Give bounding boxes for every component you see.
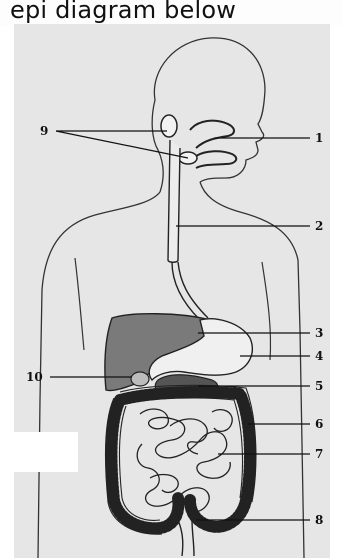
nasal-cavity — [190, 121, 234, 148]
label-2: 2 — [315, 219, 323, 233]
gallbladder — [131, 372, 149, 386]
blank-overlay — [14, 432, 78, 472]
label-1: 1 — [315, 131, 323, 145]
label-4: 4 — [315, 349, 323, 363]
rectum — [178, 520, 194, 556]
left-arm-inner — [75, 258, 84, 350]
label-7: 7 — [315, 447, 323, 461]
head-back-outline — [152, 100, 163, 192]
label-3: 3 — [315, 326, 323, 340]
label-6: 6 — [315, 417, 323, 431]
mouth-cavity — [196, 151, 236, 168]
label-5: 5 — [315, 379, 323, 393]
esophagus-lower — [172, 262, 208, 320]
right-arm-inner — [262, 262, 271, 360]
label-10: 10 — [26, 370, 43, 384]
esophagus — [168, 140, 180, 262]
label-8: 8 — [315, 513, 323, 527]
small-intestine — [137, 409, 232, 512]
label-9: 9 — [40, 124, 48, 138]
salivary-gland-upper — [161, 115, 177, 137]
